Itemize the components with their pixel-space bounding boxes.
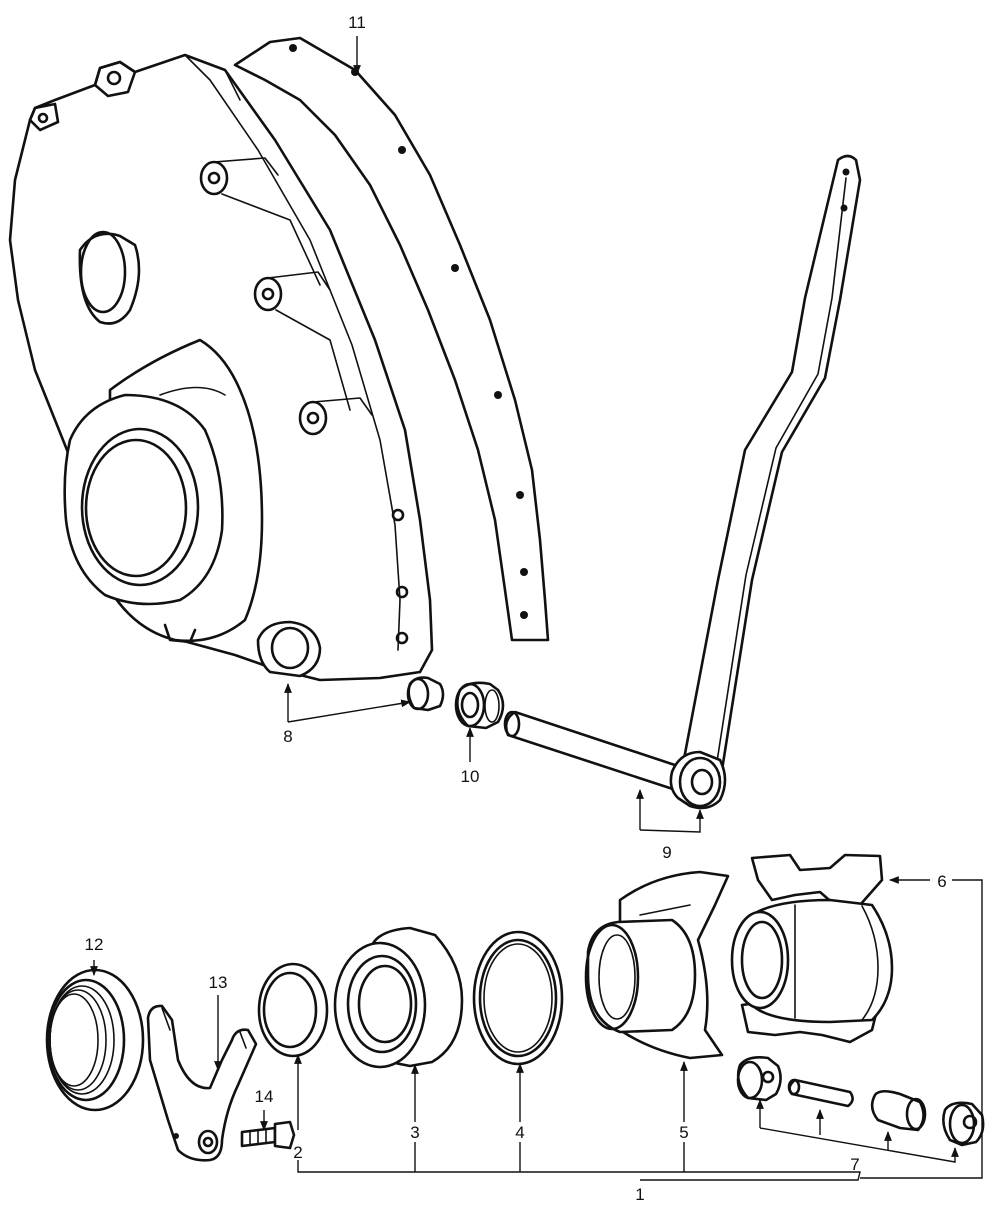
- retaining-ring: [472, 930, 564, 1066]
- snap-ring: [257, 962, 329, 1058]
- callout-2: 2: [293, 1143, 302, 1162]
- callout-12: 12: [85, 935, 104, 954]
- timing-cover-housing: [8, 53, 434, 682]
- flanged-sleeve: [584, 870, 730, 1060]
- release-collar: [333, 926, 464, 1069]
- callout-11: 11: [348, 13, 366, 32]
- callout-3: 3: [410, 1123, 419, 1142]
- callout-8: 8: [283, 727, 292, 746]
- callout-4: 4: [515, 1123, 524, 1142]
- bearing-carrier: [730, 853, 894, 1044]
- shift-fork: [146, 1004, 258, 1162]
- bushing: [406, 676, 445, 712]
- callout-6: 6: [937, 872, 946, 891]
- callout-13: 13: [209, 973, 228, 992]
- callout-5: 5: [679, 1123, 688, 1142]
- callout-labels: 11 8 10 9 6 12 13 14 2 3 4 5 7 1: [85, 13, 947, 1204]
- needle-bearing: [454, 681, 505, 730]
- callout-7: 7: [850, 1155, 859, 1174]
- shift-shaft-and-lever: [503, 154, 862, 810]
- callout-9: 9: [662, 843, 671, 862]
- callout-14: 14: [255, 1087, 274, 1106]
- fork-bolt: [240, 1120, 296, 1150]
- leader-lines: [90, 36, 983, 1181]
- seal-ring: [45, 968, 145, 1112]
- roller-and-pin-set: [736, 1056, 985, 1147]
- callout-1: 1: [635, 1185, 644, 1204]
- callout-10: 10: [461, 767, 480, 786]
